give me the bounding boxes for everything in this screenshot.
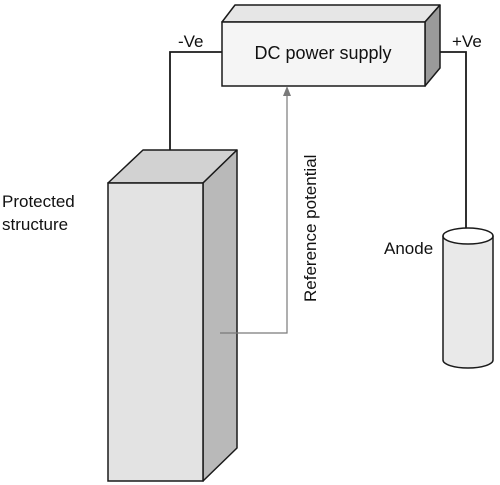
anode: [442, 227, 494, 369]
reference-potential-wire: [220, 93, 288, 334]
protected-structure-label-line1: Protected: [2, 192, 75, 211]
anode-label: Anode: [384, 239, 433, 258]
power-supply-top-face: [221, 4, 441, 23]
anode-top: [442, 227, 494, 245]
structure-front-face: [107, 182, 204, 482]
positive-terminal-label: +Ve: [452, 32, 482, 51]
reference-potential-arrowhead: [283, 86, 291, 96]
anode-body: [442, 235, 494, 369]
structure-side-face: [202, 149, 238, 482]
negative-wire: [169, 51, 222, 165]
reference-potential-label: Reference potential: [301, 155, 320, 302]
protected-structure: [107, 149, 238, 482]
power-supply-label: DC power supply: [254, 43, 391, 63]
power-supply-front-face: [221, 21, 426, 87]
protected-structure-label-line2: structure: [2, 215, 68, 234]
positive-wire: [440, 51, 467, 232]
negative-terminal-label: -Ve: [178, 32, 204, 51]
dc-power-supply: DC power supply: [221, 4, 441, 87]
